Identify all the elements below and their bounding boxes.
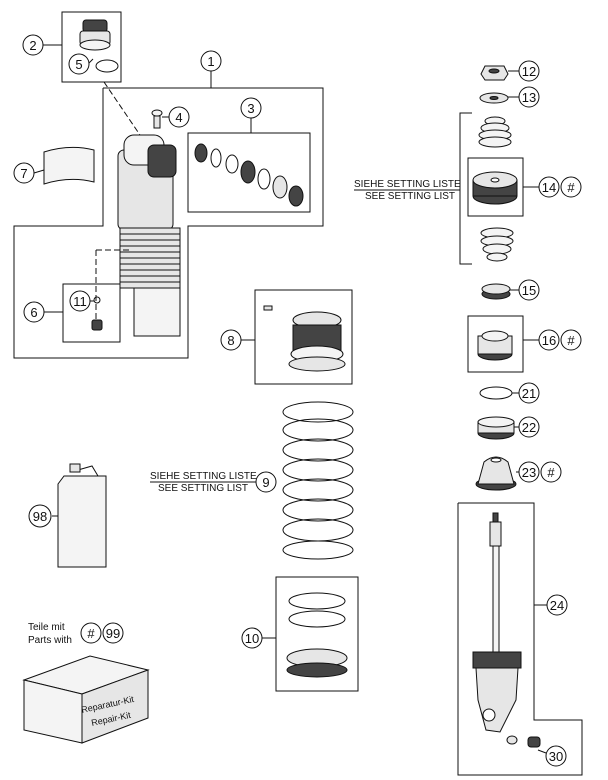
callout-3: 3: [240, 97, 262, 119]
callout-6: 6: [23, 301, 45, 323]
valve-box-16: [467, 315, 524, 373]
svg-text:14: 14: [542, 180, 556, 195]
piston-rod-frame-24: [457, 502, 583, 776]
shock-body-part: [117, 134, 181, 337]
setting-note-top-en: SEE SETTING LIST: [365, 191, 455, 202]
setting-note-spring: SIEHE SETTING LISTE SEE SETTING LIST: [150, 471, 257, 494]
svg-text:#: #: [567, 333, 575, 348]
svg-text:11: 11: [73, 294, 87, 309]
piston-part-14: [472, 171, 518, 205]
callout-30: 30: [545, 745, 567, 767]
spring-part-9: [282, 401, 354, 560]
callout-16: 16: [538, 329, 560, 351]
svg-text:3: 3: [247, 101, 254, 116]
shim-stack-bracket-bottom: [459, 190, 472, 265]
spring-seat-box-10: [275, 576, 359, 692]
callout-13: 13: [518, 86, 540, 108]
svg-text:99: 99: [106, 626, 120, 641]
svg-text:30: 30: [549, 749, 563, 764]
svg-text:9: 9: [262, 475, 269, 490]
callout-98: 98: [28, 504, 52, 528]
hash-marker-14: #: [560, 176, 582, 198]
callout-1: 1: [200, 50, 222, 72]
svg-text:24: 24: [550, 598, 564, 613]
callout-24: 24: [546, 594, 568, 616]
seal-kit-box: [187, 132, 311, 213]
svg-text:98: 98: [33, 509, 47, 524]
callout-21: 21: [518, 382, 540, 404]
setting-note-spring-en: SEE SETTING LIST: [158, 483, 248, 494]
svg-text:15: 15: [522, 283, 536, 298]
callout-4: 4: [168, 106, 190, 128]
setting-note-spring-de: SIEHE SETTING LISTE: [150, 471, 257, 482]
svg-text:#: #: [547, 465, 555, 480]
spring-retainer-box-8: [254, 289, 353, 385]
setting-note-top: SIEHE SETTING LISTE SEE SETTING LIST: [354, 179, 461, 202]
callout-7: 7: [13, 162, 35, 184]
washer-part-13: [479, 92, 509, 104]
seal-rings-part: [194, 143, 304, 207]
reservoir-cap-box: [61, 11, 122, 83]
piston-rod-part-24: [472, 512, 522, 733]
spring-retainer-part-8: [263, 305, 346, 372]
callout-2: 2: [22, 34, 44, 56]
assembly-frame-1: [13, 87, 324, 359]
shim-stack-top: [478, 116, 512, 148]
kit-note-en: Parts with: [28, 635, 72, 646]
callout-10: 10: [241, 627, 263, 649]
hash-marker-16: #: [560, 329, 582, 351]
bump-stop-part-23: [475, 456, 517, 491]
svg-text:23: 23: [522, 465, 536, 480]
spring-seat-part-10: [286, 592, 348, 678]
sleeve-part-7: [43, 146, 95, 185]
repair-kit-box: Reparatur-Kit Repair-Kit: [22, 655, 150, 744]
circlip-part-21: [479, 386, 513, 400]
callout-23: 23: [518, 461, 540, 483]
svg-text:4: 4: [175, 110, 182, 125]
svg-text:21: 21: [522, 386, 536, 401]
svg-text:1: 1: [207, 54, 214, 69]
callout-8: 8: [220, 329, 242, 351]
shim-stack-bottom: [480, 227, 514, 262]
bolt-part-30: [506, 735, 541, 748]
svg-text:10: 10: [245, 631, 259, 646]
svg-text:22: 22: [522, 420, 536, 435]
reservoir-cap-part: [79, 19, 119, 73]
svg-text:12: 12: [522, 64, 536, 79]
valve-part-4: [151, 109, 163, 129]
oil-can-part-98: [57, 463, 107, 568]
callout-14: 14: [538, 176, 560, 198]
callout-12: 12: [518, 60, 540, 82]
callout-9: 9: [255, 471, 277, 493]
svg-text:#: #: [567, 180, 575, 195]
nut-part-12: [480, 65, 509, 81]
callout-99: 99: [102, 622, 124, 644]
ring-part-22: [477, 416, 515, 440]
callout-22: 22: [518, 416, 540, 438]
callout-11: 11: [69, 290, 91, 312]
callout-5: 5: [68, 53, 90, 75]
svg-text:7: 7: [20, 166, 27, 181]
callout-15: 15: [518, 279, 540, 301]
valve-box-6: [62, 283, 121, 343]
svg-text:8: 8: [227, 333, 234, 348]
washer-part-15: [481, 283, 511, 300]
svg-text:16: 16: [542, 333, 556, 348]
svg-text:5: 5: [75, 57, 82, 72]
svg-text:13: 13: [522, 90, 536, 105]
hash-marker-23: #: [540, 461, 562, 483]
svg-text:2: 2: [29, 38, 36, 53]
setting-note-top-de: SIEHE SETTING LISTE: [354, 179, 461, 190]
svg-text:#: #: [87, 626, 95, 641]
valve-part-11: [91, 296, 103, 331]
shim-stack-bracket-top: [459, 112, 472, 190]
valve-part-16: [477, 330, 513, 361]
svg-text:6: 6: [30, 305, 37, 320]
kit-note-de: Teile mit: [28, 622, 65, 633]
kit-note: Teile mit Parts with: [28, 622, 72, 646]
hash-marker-kit: #: [80, 622, 102, 644]
